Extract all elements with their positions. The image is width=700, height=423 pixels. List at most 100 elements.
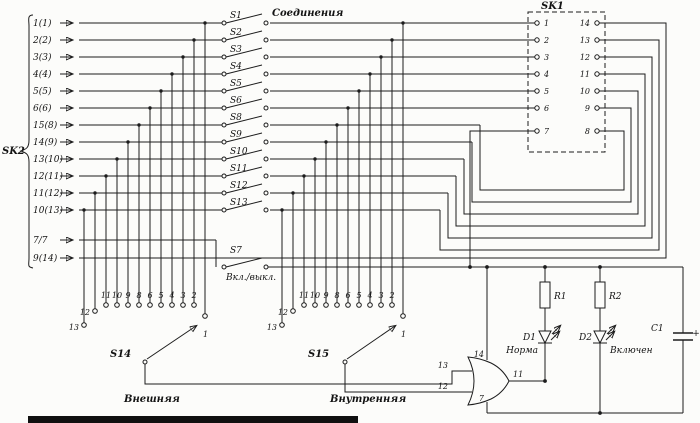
sk1-pin-number: 11 <box>580 70 590 79</box>
sk2-pin-label: 5(5) <box>33 86 52 97</box>
logic-gate: 13 12 11 14 7 <box>438 267 545 413</box>
rotary-external: 11 10 9 8 6 5 4 3 2 12 13 1 S14 Внешняя <box>69 291 472 405</box>
rotary-internal-label: S15 <box>308 349 329 360</box>
polarity-mark: + <box>692 329 700 339</box>
component-label: R2 <box>608 292 622 302</box>
component-label: C1 <box>651 324 664 334</box>
capacitor-c1 <box>673 332 693 341</box>
sk2-pin-label: 15(8) <box>33 120 58 131</box>
switch-label: S8 <box>230 113 242 123</box>
contact-number: 13 <box>69 323 79 332</box>
rotary-internal-wiper <box>346 326 395 360</box>
switch-bank: Соединения S1 S2 S3 S4 S5 S6 S8 S9 S10 S… <box>221 8 343 283</box>
gate-pin-number: 7 <box>479 394 485 403</box>
sk2-pin-label: 7/7 <box>33 236 48 246</box>
contact-number: 6 <box>147 291 152 300</box>
sk1-pin-number: 10 <box>580 87 590 96</box>
sk1-pin-number: 3 <box>544 53 549 62</box>
diode-d1 <box>538 330 552 345</box>
switch-label: S3 <box>230 45 242 55</box>
rotary-external-caption: Внешняя <box>123 394 180 405</box>
sk2-connector: SK2 1(1) 2(2) 3(3) 4(4) 5(5) 6(6) 15(8) … <box>2 14 72 269</box>
rotary-external-to-gate-wire <box>144 364 472 385</box>
sk1-pin-number: 6 <box>544 104 549 113</box>
contact-number: 12 <box>80 308 90 317</box>
sk1-pins-left <box>534 20 540 134</box>
contact-number: 12 <box>278 308 288 317</box>
rotary-internal-caption: Внутренняя <box>329 394 406 405</box>
switch-label: S6 <box>230 96 242 106</box>
contact-number: 6 <box>345 291 350 300</box>
contact-number: 9 <box>125 291 130 300</box>
wire-matrix-left <box>79 22 432 323</box>
component-label: D2 <box>578 333 592 343</box>
contact-number: 1 <box>203 330 208 339</box>
sk1-connector: SK1 1 2 3 4 5 6 7 14 13 12 11 10 9 8 <box>469 1 606 267</box>
sk2-brace <box>19 14 34 269</box>
contact-number: 8 <box>334 291 339 300</box>
caption-bar <box>28 416 358 423</box>
contact-number: 3 <box>378 291 383 300</box>
rotary-internal-contacts <box>279 302 406 328</box>
resistor-r2 <box>594 281 606 309</box>
sk1-pin7-wire <box>469 130 535 267</box>
sk2-pin-label: 11(12) <box>33 188 63 199</box>
contact-number: 8 <box>136 291 141 300</box>
rotary-internal: 11 10 9 8 6 5 4 3 2 12 13 1 S15 Внутренн… <box>267 291 472 405</box>
diode-d2 <box>593 330 607 345</box>
contact-number: 3 <box>180 291 185 300</box>
resistor-r1 <box>539 281 551 309</box>
contact-number: 5 <box>158 291 163 300</box>
contact-number: 5 <box>356 291 361 300</box>
gate-pin-number: 13 <box>438 361 448 370</box>
contact-number: 1 <box>401 330 406 339</box>
sk2-pin-label: 1(1) <box>33 18 52 29</box>
rotary-external-wiper <box>146 326 196 360</box>
component-caption: Включен <box>609 346 653 356</box>
switch-blades <box>225 13 263 268</box>
switch-label: S5 <box>230 79 242 89</box>
gate-pin-number: 12 <box>438 382 448 391</box>
switch-s7-caption: Вкл./выкл. <box>225 273 276 283</box>
switch-label: S1 <box>230 11 242 21</box>
contact-number: 4 <box>168 291 174 300</box>
sk2-pin-label: 12(11) <box>33 171 63 182</box>
sk2-pin-label: 6(6) <box>33 103 52 114</box>
sk2-pin-label: 13(10) <box>33 154 63 165</box>
contact-number: 10 <box>112 291 122 300</box>
gate-pin-wires <box>486 267 545 413</box>
sk1-pin-number: 8 <box>585 127 590 136</box>
sk1-pin-number: 4 <box>543 70 549 79</box>
switch-bank-title: Соединения <box>272 8 343 19</box>
sk1-pin-number: 7 <box>544 127 550 136</box>
switch-label: S13 <box>230 198 248 208</box>
gate-pin-number: 11 <box>513 370 523 379</box>
component-caption: Норма <box>505 346 538 356</box>
sk2-pin-label: 2(2) <box>32 35 52 46</box>
switch-label: S11 <box>230 164 248 174</box>
sk2-pin-label: 14(9) <box>33 137 58 148</box>
sk1-pin-number: 1 <box>544 19 549 28</box>
contact-number: 9 <box>323 291 328 300</box>
led-arrow <box>605 332 614 341</box>
switch-contacts <box>221 20 269 270</box>
sk2-pin-arrows <box>60 23 72 258</box>
rotary-external-pivot <box>142 359 148 365</box>
sk2-label: SK2 <box>2 146 25 157</box>
indicator-circuit: R1 R2 D1 Норма D2 Включен C1 + <box>487 267 700 414</box>
sk2-pin-label: 4(4) <box>32 69 52 80</box>
contact-number: 2 <box>388 291 394 300</box>
switch-label: S10 <box>230 147 248 157</box>
switch-label: S4 <box>230 62 242 72</box>
sk1-box <box>527 11 606 153</box>
switch-label: S12 <box>230 181 248 191</box>
rotary-external-contacts <box>81 302 208 328</box>
switch-s7-label: S7 <box>230 246 242 256</box>
sk1-pin-number: 5 <box>544 87 549 96</box>
sk2-pin-label: 9(14) <box>33 253 58 264</box>
contact-number: 11 <box>101 291 111 300</box>
switch-label: S2 <box>230 28 242 38</box>
led-arrow <box>550 332 559 341</box>
